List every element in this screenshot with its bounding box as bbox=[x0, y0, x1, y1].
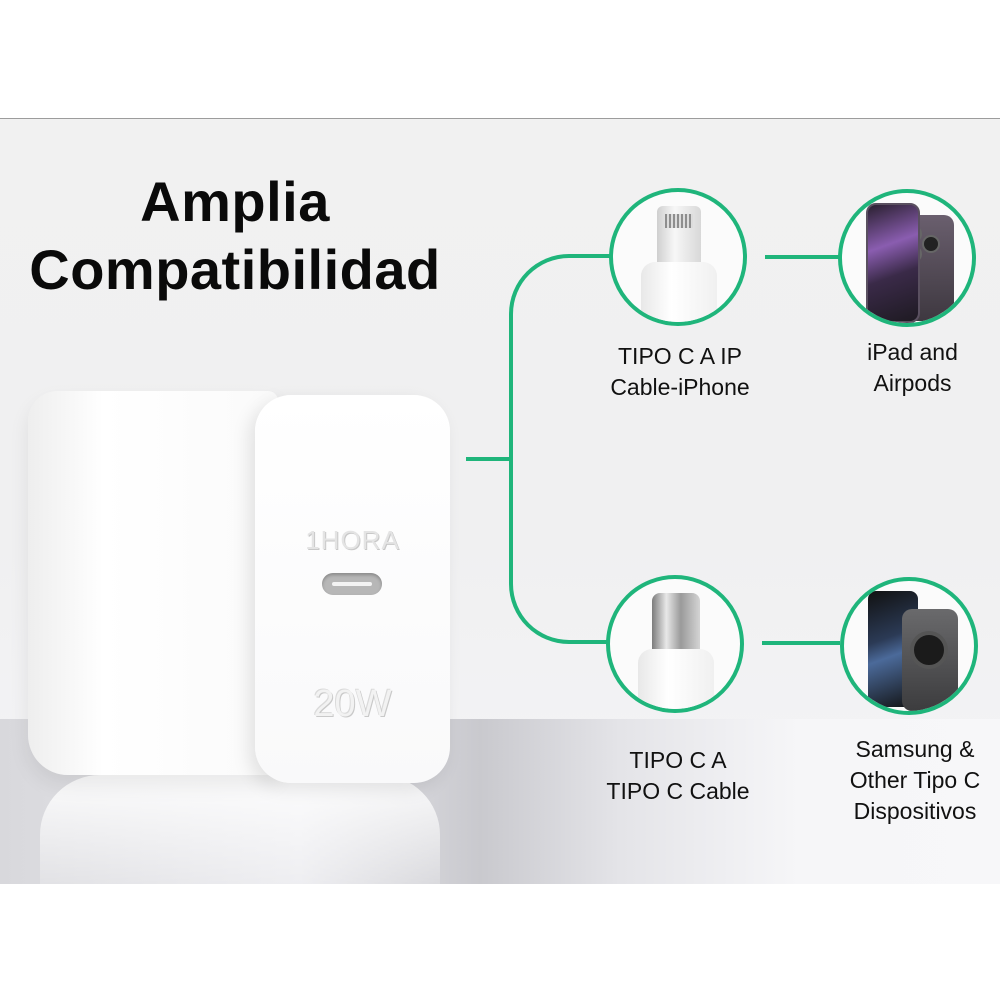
connector-line-main bbox=[466, 457, 512, 461]
device-label-android: Samsung & Other Tipo C Dispositivos bbox=[849, 736, 981, 824]
cable-label-usb-c: TIPO C A TIPO C Cable bbox=[606, 747, 750, 804]
charger-brand-logo: 1HORA bbox=[305, 525, 400, 555]
connector-bracket bbox=[509, 254, 629, 644]
charger-reflection bbox=[40, 775, 440, 884]
usb-c-port-icon bbox=[322, 573, 382, 595]
device-label-apple: iPad and Airpods bbox=[867, 339, 958, 396]
connector-line-top bbox=[765, 255, 840, 259]
android-phone-icon bbox=[840, 577, 978, 715]
lightning-connector-icon bbox=[609, 188, 747, 326]
charger-side bbox=[28, 391, 278, 775]
usb-c-connector-icon bbox=[606, 575, 744, 713]
charger-wattage: 20W bbox=[313, 683, 392, 725]
connector-line-bottom bbox=[762, 641, 840, 645]
title-line-2: Compatibilidad bbox=[29, 238, 441, 301]
title-line-1: Amplia bbox=[140, 170, 330, 233]
iphone-icon bbox=[838, 189, 976, 327]
charger-front-face: 1HORA 20W bbox=[255, 395, 450, 783]
cable-label-lightning: TIPO C A IP Cable-iPhone bbox=[610, 343, 750, 400]
product-banner: Amplia Compatibilidad 1HORA 20W TIPO C A… bbox=[0, 118, 1000, 884]
